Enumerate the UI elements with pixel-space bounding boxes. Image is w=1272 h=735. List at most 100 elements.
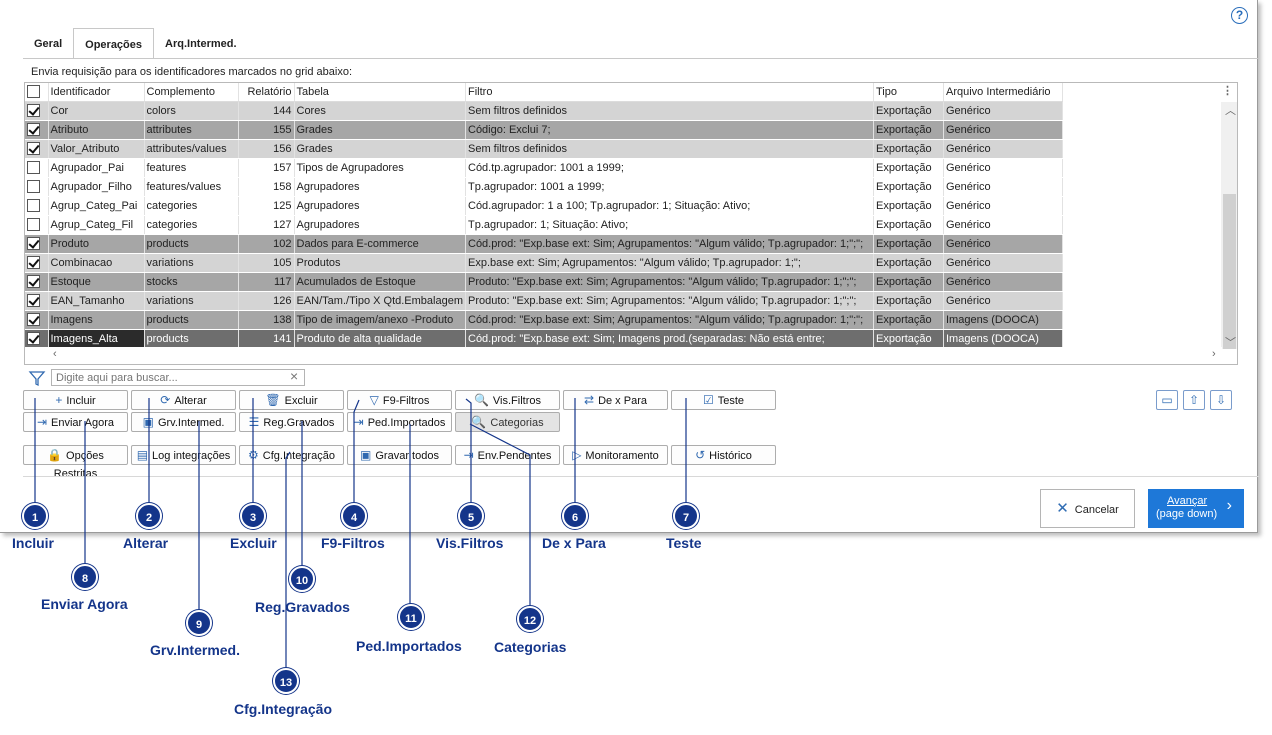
cell-arquivo[interactable]: Genérico: [943, 291, 1063, 311]
cell-complemento[interactable]: products: [144, 329, 239, 349]
cell-tipo[interactable]: Exportação: [873, 272, 944, 292]
cell-identificador[interactable]: Cor: [48, 101, 145, 121]
cell-filtro[interactable]: Sem filtros definidos: [465, 139, 874, 159]
cell-arquivo[interactable]: Imagens (DOOCA): [943, 310, 1063, 330]
cell-complemento[interactable]: attributes/values: [144, 139, 239, 159]
help-icon[interactable]: ?: [1231, 7, 1248, 24]
cell-arquivo[interactable]: Genérico: [943, 253, 1063, 273]
cell-identificador[interactable]: Estoque: [48, 272, 145, 292]
row-checkbox[interactable]: [25, 253, 49, 273]
cell-filtro[interactable]: Tp.agrupador: 1001 a 1999;: [465, 177, 874, 197]
col-identificador[interactable]: Identificador: [48, 83, 145, 102]
cell-filtro[interactable]: Cód.prod: "Exp.base ext: Sim; Agrupament…: [465, 310, 874, 330]
cell-tabela[interactable]: Cores: [294, 101, 466, 121]
cell-complemento[interactable]: stocks: [144, 272, 239, 292]
col-relatorio[interactable]: Relatório: [238, 83, 295, 102]
move-down-icon[interactable]: ⇩: [1210, 390, 1232, 410]
cell-relatorio[interactable]: 158: [238, 177, 295, 197]
cell-complemento[interactable]: colors: [144, 101, 239, 121]
vertical-scrollbar[interactable]: ︿ ﹀: [1221, 102, 1237, 349]
cell-filtro[interactable]: Tp.agrupador: 1; Situação: Ativo;: [465, 215, 874, 235]
cell-identificador[interactable]: Agrupador_Filho: [48, 177, 145, 197]
cell-tipo[interactable]: Exportação: [873, 291, 944, 311]
cell-identificador[interactable]: Valor_Atributo: [48, 139, 145, 159]
tab-operacoes[interactable]: Operações: [73, 28, 155, 59]
cell-complemento[interactable]: categories: [144, 215, 239, 235]
cell-identificador[interactable]: Agrup_Categ_Fil: [48, 215, 145, 235]
f9-filtros-button[interactable]: ▽F9-Filtros: [347, 390, 452, 410]
cell-complemento[interactable]: attributes: [144, 120, 239, 140]
search-input[interactable]: [51, 369, 305, 386]
cell-arquivo[interactable]: Genérico: [943, 120, 1063, 140]
alterar-button[interactable]: ⟳Alterar: [131, 390, 236, 410]
cell-arquivo[interactable]: Genérico: [943, 139, 1063, 159]
cell-complemento[interactable]: products: [144, 310, 239, 330]
row-checkbox[interactable]: [25, 158, 49, 178]
cell-complemento[interactable]: features/values: [144, 177, 239, 197]
reg-gravados-button[interactable]: ☰Reg.Gravados: [239, 412, 344, 432]
cell-tabela[interactable]: Agrupadores: [294, 196, 466, 216]
advance-button[interactable]: Avançar (page down) ›: [1148, 489, 1244, 528]
col-tipo[interactable]: Tipo: [873, 83, 944, 102]
row-checkbox[interactable]: [25, 291, 49, 311]
cell-identificador[interactable]: Atributo: [48, 120, 145, 140]
cell-filtro[interactable]: Cód.prod: "Exp.base ext: Sim; Imagens pr…: [465, 329, 874, 349]
row-checkbox[interactable]: [25, 329, 49, 349]
cell-filtro[interactable]: Cód.tp.agrupador: 1001 a 1999;: [465, 158, 874, 178]
column-menu-icon[interactable]: ⋮: [1222, 85, 1233, 97]
cell-arquivo[interactable]: Genérico: [943, 234, 1063, 254]
layout-icon[interactable]: ▭: [1156, 390, 1178, 410]
cell-tipo[interactable]: Exportação: [873, 158, 944, 178]
scroll-down-icon[interactable]: ﹀: [1225, 337, 1236, 349]
cell-tabela[interactable]: Agrupadores: [294, 177, 466, 197]
select-all-checkbox[interactable]: [25, 83, 49, 102]
cell-tabela[interactable]: Grades: [294, 139, 466, 159]
col-complemento[interactable]: Complemento: [144, 83, 239, 102]
cell-identificador[interactable]: Imagens_Alta: [48, 329, 145, 349]
cell-relatorio[interactable]: 144: [238, 101, 295, 121]
cell-filtro[interactable]: Produto: "Exp.base ext: Sim; Agrupamento…: [465, 291, 874, 311]
cell-tabela[interactable]: Grades: [294, 120, 466, 140]
cell-tipo[interactable]: Exportação: [873, 177, 944, 197]
cell-relatorio[interactable]: 105: [238, 253, 295, 273]
row-checkbox[interactable]: [25, 196, 49, 216]
grv-intermed-button[interactable]: ▣Grv.Intermed.: [131, 412, 236, 432]
scroll-right-icon[interactable]: ›: [1212, 348, 1216, 360]
cell-tabela[interactable]: Tipos de Agrupadores: [294, 158, 466, 178]
cell-tabela[interactable]: Tipo de imagem/anexo -Produto: [294, 310, 466, 330]
cell-tabela[interactable]: EAN/Tam./Tipo X Qtd.Embalagem: [294, 291, 466, 311]
row-checkbox[interactable]: [25, 310, 49, 330]
cell-relatorio[interactable]: 138: [238, 310, 295, 330]
row-checkbox[interactable]: [25, 272, 49, 292]
monitoramento-button[interactable]: ▷Monitoramento: [563, 445, 668, 465]
incluir-button[interactable]: +Incluir: [23, 390, 128, 410]
cell-tipo[interactable]: Exportação: [873, 196, 944, 216]
cell-identificador[interactable]: Imagens: [48, 310, 145, 330]
cell-relatorio[interactable]: 117: [238, 272, 295, 292]
cell-tabela[interactable]: Agrupadores: [294, 215, 466, 235]
cancel-button[interactable]: ✕Cancelar: [1040, 489, 1135, 528]
cell-relatorio[interactable]: 156: [238, 139, 295, 159]
col-arquivo-intermediario[interactable]: Arquivo Intermediário: [943, 83, 1063, 102]
excluir-button[interactable]: 🗑Excluir: [239, 390, 344, 410]
cell-tipo[interactable]: Exportação: [873, 215, 944, 235]
cell-complemento[interactable]: variations: [144, 253, 239, 273]
row-checkbox[interactable]: [25, 234, 49, 254]
row-checkbox[interactable]: [25, 101, 49, 121]
cell-complemento[interactable]: categories: [144, 196, 239, 216]
cell-identificador[interactable]: Agrupador_Pai: [48, 158, 145, 178]
col-tabela[interactable]: Tabela: [294, 83, 466, 102]
cell-identificador[interactable]: Combinacao: [48, 253, 145, 273]
cell-complemento[interactable]: variations: [144, 291, 239, 311]
cell-tabela[interactable]: Dados para E-commerce: [294, 234, 466, 254]
env-pendentes-button[interactable]: ⇥Env.Pendentes: [455, 445, 560, 465]
log-integracoes-button[interactable]: ▤Log integrações: [131, 445, 236, 465]
scroll-thumb[interactable]: [1223, 194, 1236, 349]
